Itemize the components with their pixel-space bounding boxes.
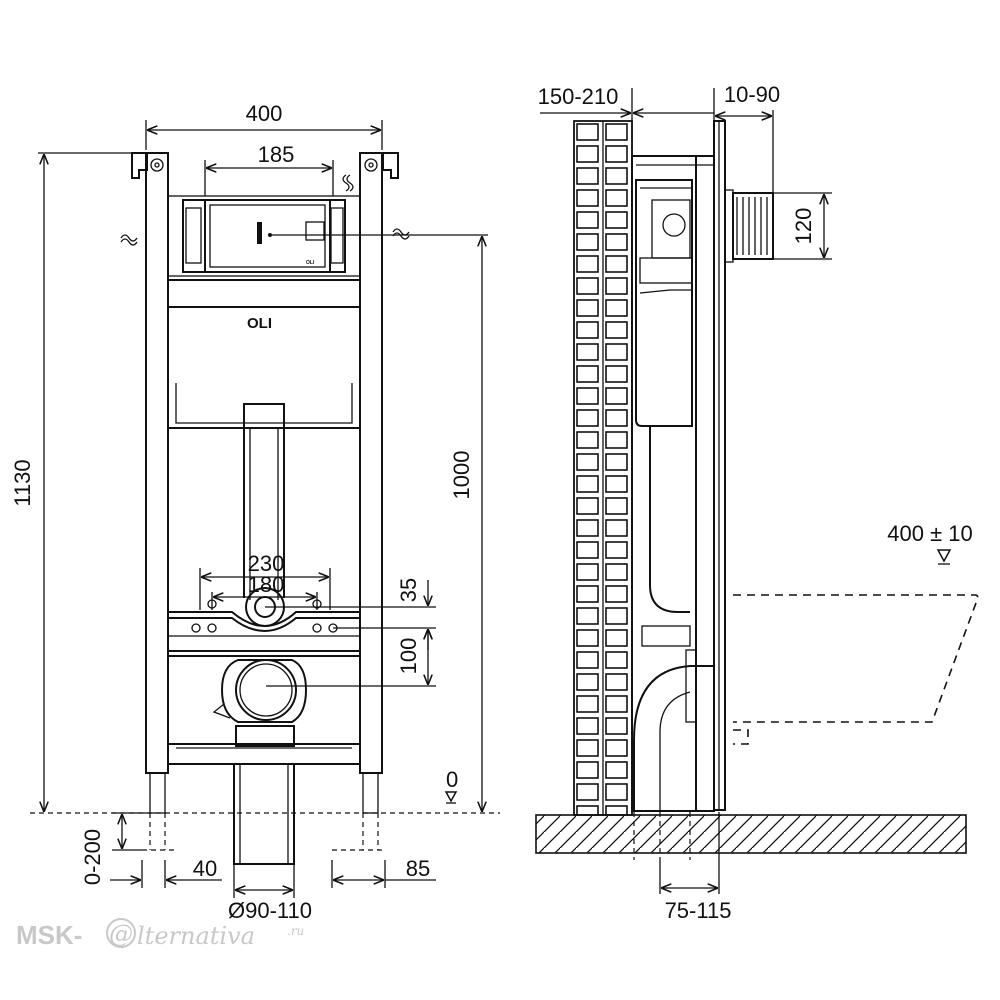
floor-slab <box>535 814 967 854</box>
wc-pan-outline <box>733 594 979 723</box>
side-view <box>535 120 979 860</box>
flush-plate <box>204 199 331 273</box>
cistern-outlet <box>243 403 285 429</box>
watermark: MSK- @ lternativa .ru <box>16 918 304 950</box>
drain-crossbar <box>167 650 361 657</box>
side-dimensions: 150-210 10-90 120 400 ± 10 75-115 <box>538 82 973 923</box>
right-upright <box>359 152 383 774</box>
water-inlet-right-icon <box>392 232 410 240</box>
drain-outlet <box>235 659 297 721</box>
floor-level-label: 0 <box>446 767 458 792</box>
bolt-offset-label: 35 <box>396 578 421 602</box>
flush-pipe-side <box>649 426 690 613</box>
watermark-at-icon <box>106 918 136 948</box>
water-inlet-left-icon <box>120 234 138 242</box>
brand-logo: OLI <box>247 315 272 332</box>
watermark-at: @ <box>109 920 133 948</box>
pipe-diameter-label: Ø90-110 <box>228 898 312 923</box>
flush-plate-frame <box>182 199 346 273</box>
front-range-label: 10-90 <box>724 82 780 107</box>
bolt-spacing-inner-label: 180 <box>248 572 285 597</box>
flush-pipe <box>243 428 285 598</box>
connection-height-label: 1000 <box>449 451 474 500</box>
wall-range-label: 150-210 <box>538 84 619 109</box>
width-label: 400 <box>246 101 283 126</box>
waste-pipe <box>233 763 295 865</box>
flush-button-slot <box>257 222 262 244</box>
floor-level-marker <box>444 791 458 803</box>
bolt-hole <box>191 623 201 633</box>
front-view: OLI OLI <box>30 152 500 865</box>
right-leg <box>362 772 379 814</box>
bolt-hole <box>312 623 322 633</box>
drain-bend <box>220 659 308 723</box>
watermark-suffix: lternativa <box>137 922 255 950</box>
left-upright <box>145 152 169 774</box>
front-dimensions: 400 185 1130 1000 230 180 35 100 <box>10 101 488 923</box>
drain-elbow <box>633 665 714 812</box>
left-leg <box>149 772 166 814</box>
bolt-hole <box>207 623 217 633</box>
foot-offset-right-label: 85 <box>406 856 430 881</box>
right-top-bracket <box>382 152 399 179</box>
inlet-height-label: 120 <box>791 208 816 245</box>
foot-offset-left-label: 40 <box>193 856 217 881</box>
cistern-side <box>635 179 693 427</box>
frame-body <box>631 155 715 812</box>
foot-range-label: 0-200 <box>80 829 105 885</box>
left-mount-hole <box>150 158 164 172</box>
panel-logo: OLI <box>306 260 315 266</box>
drain-projection <box>633 812 691 860</box>
watermark-brand: MSK- <box>16 920 82 950</box>
plate-width-label: 185 <box>258 142 295 167</box>
drain-offset-label: 100 <box>396 638 421 675</box>
total-height-label: 1130 <box>10 459 35 506</box>
water-inlet-top-icon <box>342 174 350 192</box>
bolt-spacing-outer-label: 230 <box>248 551 285 576</box>
seat-height-marker <box>936 549 952 563</box>
drain-range-label: 75-115 <box>665 898 732 923</box>
right-mount-hole <box>364 158 378 172</box>
left-top-bracket <box>131 152 148 179</box>
seat-height-label: 400 ± 10 <box>887 521 972 546</box>
watermark-domain: .ru <box>287 924 304 938</box>
